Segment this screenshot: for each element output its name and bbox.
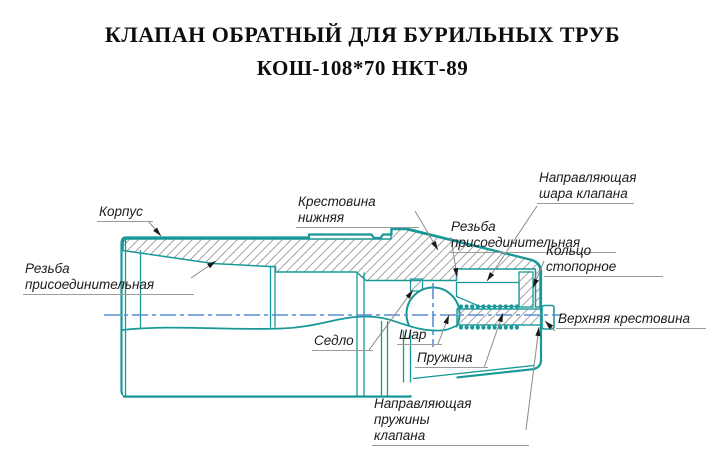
drawing-title: КЛАПАН ОБРАТНЫЙ ДЛЯ БУРИЛЬНЫХ ТРУБ	[104, 22, 621, 47]
break-line	[122, 315, 457, 332]
label-napravlyayushchaya-pruzhiny: Направляющая пружины клапана	[372, 396, 529, 446]
label-krestovina-nizhnyaya: Крестовина нижняя	[296, 194, 419, 228]
internal-edges	[123, 239, 535, 398]
label-sedlo: Седло	[312, 333, 373, 351]
label-korpus: Корпус	[97, 204, 153, 222]
label-napravlyayushchaya-shara: Направляющая шара клапана	[537, 170, 637, 204]
label-verhnyaya-krestovina: Верхняя крестовина	[556, 311, 706, 329]
outside-view-area	[122, 316, 457, 396]
seat-insert-section	[409, 278, 424, 292]
stop-ring-section	[518, 271, 534, 308]
centerlines	[104, 283, 562, 347]
label-pruzhina: Пружина	[415, 350, 488, 368]
drawing-subtitle: КОШ-108*70 НКТ-89	[256, 56, 469, 80]
label-rezba-top: Резьба присоединительная	[449, 219, 616, 253]
spring-coils	[458, 304, 520, 330]
leader-lines	[147, 205, 556, 431]
label-koltso-stopornoe: Кольцо стопорное	[544, 243, 663, 277]
label-shar: Шар	[397, 327, 442, 345]
label-rezba-left: Резьба присоединительная	[23, 261, 194, 295]
stem-tip	[541, 304, 555, 330]
